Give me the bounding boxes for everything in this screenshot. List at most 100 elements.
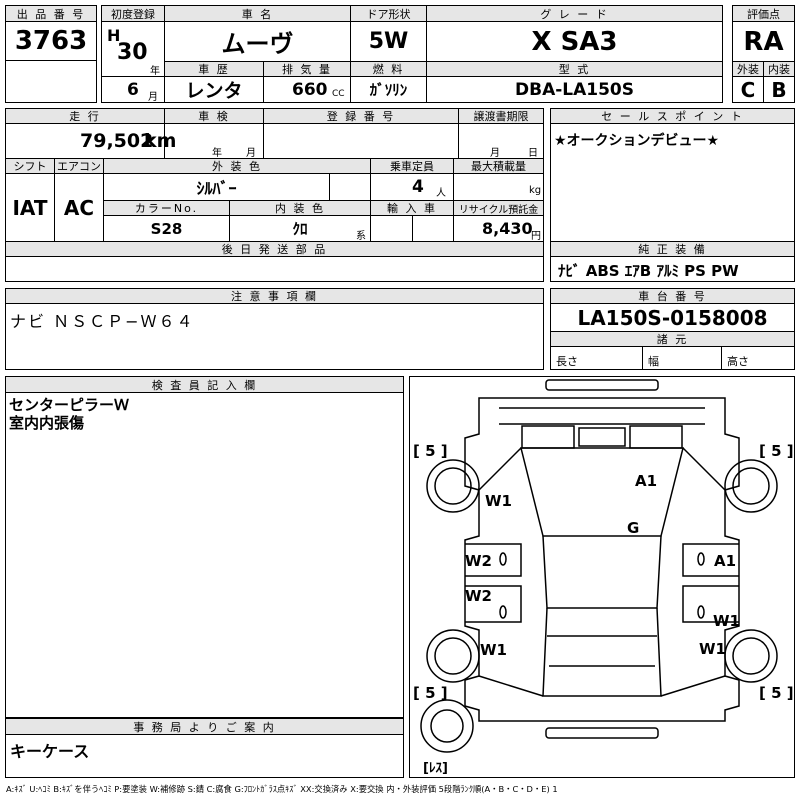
fuel: ｶﾞｿﾘﾝ [369, 81, 408, 99]
office-cell [5, 734, 404, 778]
sales-point-label: セ ー ル ス ポ イ ン ト [550, 108, 795, 124]
first-reg-year: 30 [117, 40, 148, 65]
inspector-line-2: 室内内張傷 [9, 414, 85, 432]
lot-number-label: 出 品 番 号 [5, 5, 97, 22]
caution-label: 注 意 事 項 欄 [5, 288, 544, 304]
import-cell-b [412, 215, 454, 242]
legend: A:ｷｽﾞ U:ﾍｺﾐ B:ｷｽﾞを伴うﾍｺﾐ P:要塗装 W:補修跡 S:錆 … [6, 784, 558, 794]
ext-color: ｼﾙﾊﾞｰ [196, 179, 237, 198]
month-unit: 月 [148, 92, 158, 103]
import-cell [370, 215, 413, 242]
mark-glass-g: G [627, 519, 639, 537]
tire-rear-right: [ 5 ] [759, 684, 794, 702]
later-parts-cell [5, 256, 544, 282]
caution-text: ナビ ＮＳＣＰ−Ｗ６４ [10, 312, 195, 331]
score-label: 評価点 [732, 5, 795, 22]
recycle-unit: 円 [531, 231, 541, 242]
equipment-cell [550, 256, 795, 282]
office-label: 事 務 局 よ り ご 案 内 [5, 718, 404, 735]
displacement-label: 排 気 量 [263, 61, 351, 77]
model-cell [426, 76, 723, 103]
year-unit: 年 [150, 66, 160, 77]
shift-label: シフト [5, 158, 55, 174]
equipment: ﾅﾋﾞ ABS ｴｱB ｱﾙﾐ PS PW [558, 262, 739, 280]
interior-cell [763, 76, 795, 103]
inspector-cell [5, 392, 404, 718]
first-reg-month: 6 [127, 80, 139, 100]
load-unit: kg [529, 185, 542, 196]
model-label: 型 式 [426, 61, 723, 77]
score: RA [743, 26, 784, 57]
tire-front-left: [ 5 ] [413, 442, 448, 460]
recycle-label: リサイクル預託金 [453, 200, 544, 216]
fuel-label: 燃 料 [350, 61, 427, 77]
spare-tire: [ﾚｽ] [423, 761, 448, 776]
shift: IAT [12, 195, 48, 220]
car-diagram-frame [409, 376, 795, 778]
air-conditioner: AC [63, 195, 95, 220]
tire-front-right: [ 5 ] [759, 442, 794, 460]
equipment-label: 純 正 装 備 [550, 241, 795, 257]
mark-hood-a1: A1 [635, 472, 657, 490]
mark-right-rear-w1: W1 [699, 640, 726, 658]
era-letter: H [107, 26, 121, 45]
mark-left-front-w1: W1 [485, 492, 512, 510]
later-parts-label: 後 日 発 送 部 品 [5, 241, 544, 257]
mark-right-door-a1: A1 [714, 552, 736, 570]
grade: X SA3 [531, 26, 618, 57]
chassis-label: 車 台 番 号 [550, 288, 795, 304]
mileage-unit: km [144, 130, 177, 152]
mileage: 79,502 [80, 130, 154, 152]
reg-number-cell [263, 123, 459, 159]
recycle-fee: 8,430 [482, 219, 533, 238]
interior-grade: B [771, 77, 787, 102]
transfer-deadline-label: 譲渡書期限 [458, 108, 544, 124]
inspector-line-1: センターピラーＷ [9, 396, 130, 414]
color-no: S28 [150, 219, 183, 238]
chassis-number: LA150S-0158008 [577, 305, 768, 330]
sales-point: ★オークションデビュー★ [554, 133, 720, 149]
tire-rear-left: [ 5 ] [413, 684, 448, 702]
reg-number-label: 登 録 番 号 [263, 108, 459, 124]
displacement-unit: CC [332, 89, 345, 99]
inspection-year-unit: 年 [212, 148, 222, 159]
lot-blank-cell [5, 60, 97, 103]
load-label: 最大積載量 [453, 158, 544, 174]
length-label: 長さ [556, 355, 578, 368]
transfer-month-unit: 月 [490, 148, 500, 159]
office-text: キーケース [10, 742, 90, 761]
mark-right-door-w1: W1 [713, 612, 740, 630]
history: レンタ [185, 80, 243, 102]
width-label: 幅 [648, 355, 659, 368]
height-cell [721, 346, 795, 370]
capacity-label: 乗車定員 [370, 158, 454, 174]
door-label: ドア形状 [350, 5, 427, 22]
exterior-label: 外装 [732, 61, 764, 77]
inspector-label: 検 査 員 記 入 欄 [5, 376, 404, 393]
specs-label: 諸 元 [550, 331, 795, 347]
inspection-month-unit: 月 [246, 148, 256, 159]
car-name-label: 車 名 [164, 5, 351, 22]
color-no-label: カラーNo. [103, 200, 230, 216]
car-damage-diagram: [ 5 ] [ 5 ] [ 5 ] [ 5 ] [ﾚｽ] A1 G W1 W2 … [413, 379, 794, 776]
caution-cell [5, 303, 544, 370]
exterior-grade: C [740, 77, 756, 102]
height-label: 高さ [727, 355, 749, 368]
ext-color-extra-cell [329, 173, 371, 201]
ac-label: エアコン [54, 158, 104, 174]
grade-label: グ レ ー ド [426, 5, 723, 22]
mileage-label: 走 行 [5, 108, 165, 124]
int-color-unit: 系 [356, 231, 366, 242]
displacement: 660 [292, 80, 328, 100]
capacity: 4 [412, 177, 424, 197]
mark-left-door-rear-w2: W2 [465, 587, 492, 605]
transfer-day-unit: 日 [528, 148, 538, 159]
capacity-unit: 人 [436, 188, 446, 199]
mark-left-door-front-w2: W2 [465, 552, 492, 570]
model-code: DBA-LA150S [515, 79, 634, 100]
inspection-label: 車 検 [164, 108, 264, 124]
first-reg-label: 初度登録 [101, 5, 165, 22]
interior-label: 内装 [763, 61, 795, 77]
ext-color-label: 外 装 色 [103, 158, 371, 174]
car-name: ムーヴ [221, 30, 294, 58]
